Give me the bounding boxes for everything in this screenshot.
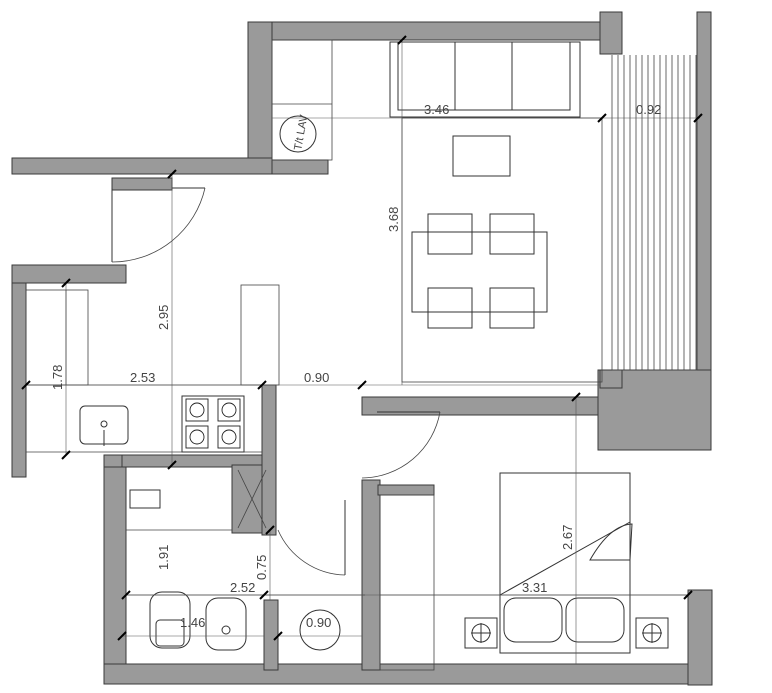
nightstand-left [464,617,498,649]
burner-ring [221,429,237,445]
wall-balcony-top [599,11,623,55]
wall-entry-stub [111,177,173,191]
laundry-label: T/t LAV [292,113,310,151]
wall-laundry-bottom [271,159,329,175]
wall-bath-left [103,464,127,684]
dim-living-depth: 3.68 [386,207,401,232]
wall-bottom [103,663,710,685]
burner-ring [189,429,205,445]
hall-door [361,411,441,479]
burner [185,398,209,422]
bed [499,472,633,654]
wall-kitchen-top [11,264,127,284]
wall-living-corner [599,369,623,389]
toilet [149,591,191,649]
sink [79,405,129,446]
nightstand-right [635,617,669,649]
stove [181,395,245,453]
dim-bath-depth: 1.91 [156,545,171,570]
dim-bedroom-depth: 2.67 [560,525,575,550]
laundry: T/t LAV [271,39,333,161]
burner-ring [189,402,205,418]
dim-balcony-width: 0.92 [636,102,661,117]
burner-ring [221,402,237,418]
wall-bedroom-left [361,479,381,671]
dimension-labels: 3.46 0.92 3.68 2.95 2.53 1.78 0.90 2.67 … [50,102,661,630]
bidet [205,597,247,651]
dim-bedroom-width: 3.31 [522,580,547,595]
burner [185,425,209,449]
entry-door [111,187,206,263]
wall-kitchen-right [261,384,277,536]
dim-living-width: 3.46 [424,102,449,117]
wall-bedroom-right [687,589,713,686]
shower-drain [299,609,341,651]
sofa [389,41,581,118]
dim-entry-depth: 2.95 [156,305,171,330]
dim-wc-width: 1.46 [180,615,205,630]
burner [217,398,241,422]
wall-bath-inner [263,599,279,671]
dim-kitchen-depth: 1.78 [50,365,65,390]
dim-shower-diameter: 0.90 [306,615,331,630]
wall-upper-left [11,157,273,175]
bedroom [379,472,688,671]
dim-hall-width: 0.90 [304,370,329,385]
coffee-table [452,135,511,177]
wall-closet-top [377,484,435,496]
balcony-deck [611,55,698,371]
dim-kitchen-width: 2.53 [130,370,155,385]
shower-fixture [129,489,161,509]
wall-top [247,21,604,41]
dining-set [411,213,548,329]
dim-passage-width: 0.75 [254,555,269,580]
wall-kitchen-left [11,264,27,478]
walls [11,11,713,686]
living-room [389,41,603,383]
living-area-outline [401,117,603,383]
dimension-lines [21,35,703,664]
burner [217,425,241,449]
wall-laundry-left [247,21,273,165]
dim-bath-width: 2.52 [230,580,255,595]
